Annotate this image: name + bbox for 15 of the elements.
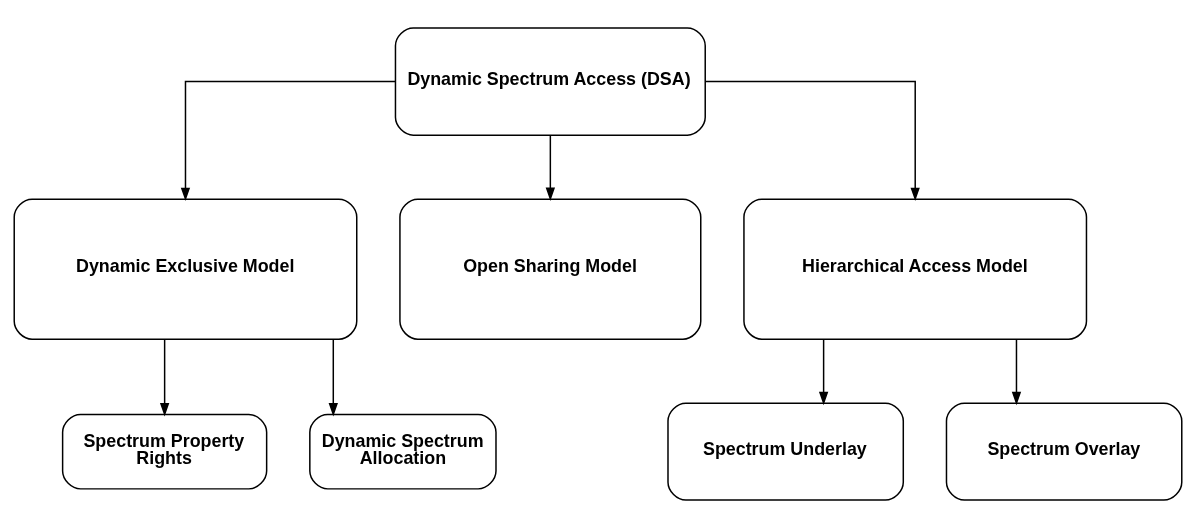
arrow: [545, 134, 556, 201]
node-box: Hierarchical Access Model: [743, 198, 1088, 340]
arrow: [818, 338, 829, 406]
arrow: [159, 338, 170, 417]
arrow: [1011, 338, 1022, 406]
node-box: Open Sharing Model: [399, 198, 702, 340]
node-box: Dynamic Spectrum Allocation: [309, 413, 497, 490]
node-box: Dynamic Exclusive Model: [13, 198, 358, 340]
node-box: Spectrum Property Rights: [61, 413, 268, 490]
node-box: Dynamic Spectrum Access (DSA): [394, 27, 706, 136]
node-box: Spectrum Overlay: [945, 402, 1183, 501]
arrow: [180, 80, 396, 202]
arrow: [704, 80, 920, 202]
node-box: Spectrum Underlay: [667, 402, 905, 501]
arrow: [328, 338, 338, 417]
